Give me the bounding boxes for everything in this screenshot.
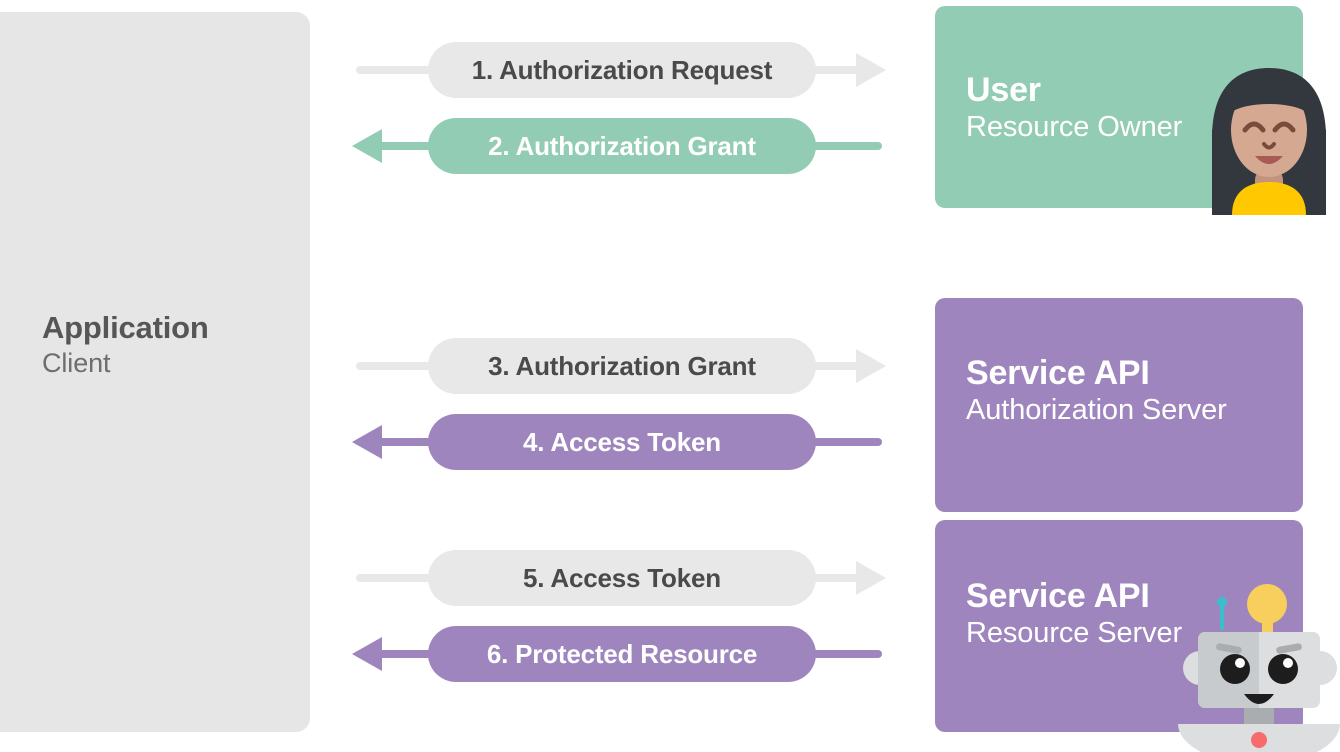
flow-step-2: 2. Authorization Grant <box>352 118 886 174</box>
arrow-left-icon <box>352 637 382 671</box>
actor-resource-server-subtitle: Resource Server <box>966 617 1183 650</box>
flow-step-6: 6. Protected Resource <box>352 626 886 682</box>
flow-step-5-label: 5. Access Token <box>428 550 816 606</box>
actor-user-subtitle: Resource Owner <box>966 110 1183 143</box>
arrow-right-icon <box>856 349 886 383</box>
actor-authorization-server-subtitle: Authorization Server <box>966 394 1227 427</box>
actor-box-user: User Resource Owner <box>935 6 1303 208</box>
arrow-left-icon <box>352 129 382 163</box>
client-title: Application <box>42 310 209 345</box>
flow-step-4: 4. Access Token <box>352 414 886 470</box>
client-application-panel: Application Client <box>0 12 310 732</box>
arrow-left-icon <box>352 425 382 459</box>
flow-step-3: 3. Authorization Grant <box>352 338 886 394</box>
flow-step-2-label: 2. Authorization Grant <box>428 118 816 174</box>
flow-step-3-label: 3. Authorization Grant <box>428 338 816 394</box>
client-subtitle: Client <box>42 347 111 378</box>
flow-step-6-label: 6. Protected Resource <box>428 626 816 682</box>
arrow-right-icon <box>856 561 886 595</box>
actor-resource-server-title: Service API <box>966 577 1150 615</box>
flow-step-1: 1. Authorization Request <box>352 42 886 98</box>
flow-step-4-label: 4. Access Token <box>428 414 816 470</box>
actor-authorization-server-title: Service API <box>966 354 1150 393</box>
actor-box-resource-server: Service API Resource Server <box>935 520 1303 732</box>
client-application-text: Application Client <box>42 310 292 379</box>
actor-user-title: User <box>966 70 1041 109</box>
flow-step-1-label: 1. Authorization Request <box>428 42 816 98</box>
flow-step-5: 5. Access Token <box>352 550 886 606</box>
actor-box-authorization-server: Service API Authorization Server <box>935 298 1303 512</box>
arrow-right-icon <box>856 53 886 87</box>
